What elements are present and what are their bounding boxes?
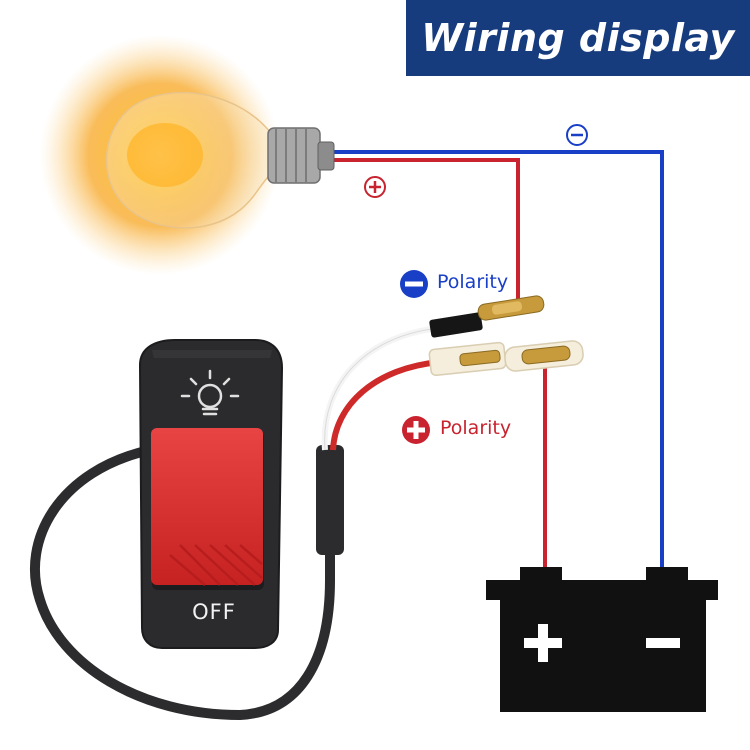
- rocker-button[interactable]: [151, 428, 264, 590]
- headlight-icon: [180, 369, 240, 416]
- plus-circle-icon: [402, 416, 430, 444]
- positive-polarity-label: Polarity: [440, 417, 512, 439]
- positive-connector: [428, 340, 584, 377]
- title-banner: Wiring display: [406, 0, 750, 76]
- bulb-socket: [267, 127, 335, 184]
- switch-leads: [321, 325, 441, 451]
- light-bulb-icon: [40, 35, 335, 275]
- page-title: Wiring display: [421, 16, 735, 60]
- bulb-filament-glow: [127, 123, 203, 187]
- positive-wire-circuit: [332, 158, 547, 570]
- switch-cable: [30, 445, 344, 721]
- negative-connector: [429, 295, 545, 338]
- battery-plus-sign: [538, 624, 548, 662]
- cable-sleeve: [316, 445, 344, 555]
- minus-circle-icon: [400, 270, 428, 298]
- battery-minus-sign: [646, 638, 680, 648]
- plus-circle-icon: [364, 176, 386, 198]
- battery-icon: [486, 567, 718, 712]
- negative-polarity-label: Polarity: [437, 271, 509, 293]
- switch-off-label: OFF: [192, 600, 236, 624]
- minus-circle-icon: [566, 124, 588, 146]
- negative-wire-circuit: [332, 150, 664, 570]
